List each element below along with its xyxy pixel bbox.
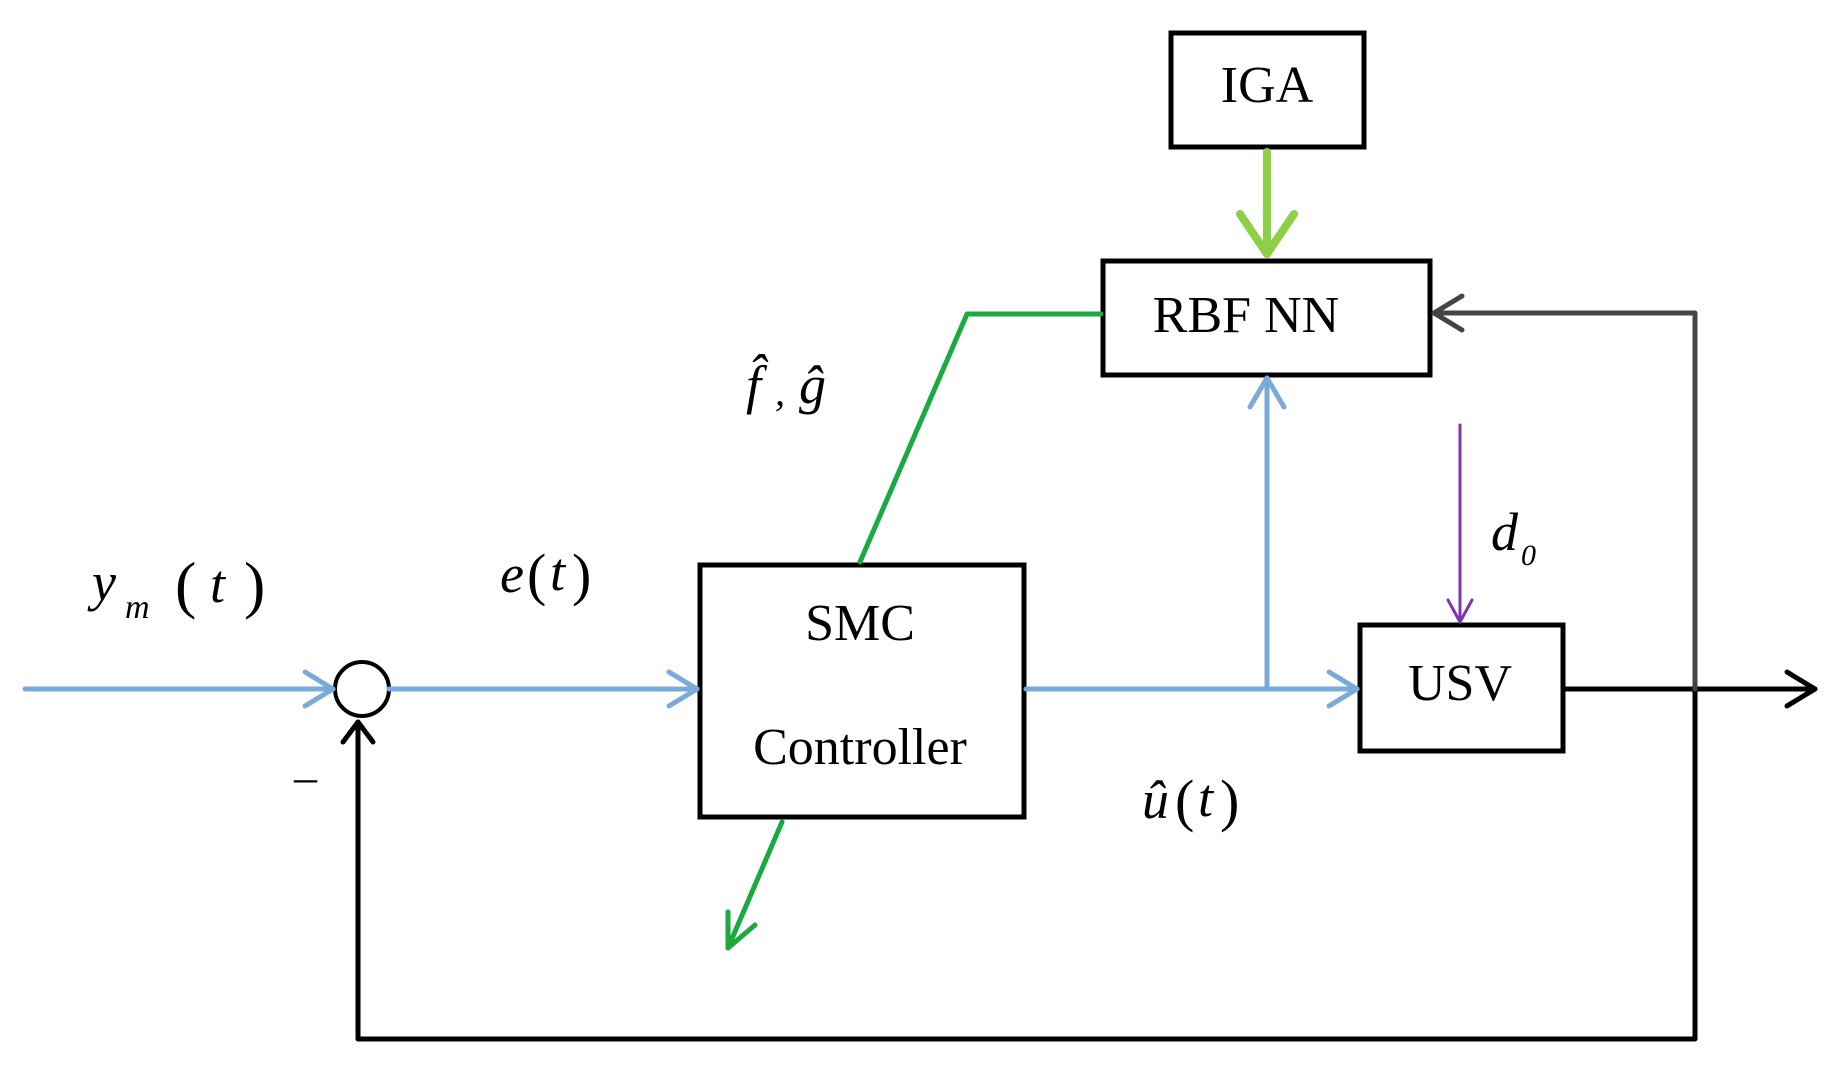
iga-block: IGA	[1168, 30, 1367, 150]
ym-label: y m ( t )	[87, 549, 265, 626]
svg-text:,: ,	[775, 369, 785, 414]
svg-text:(: (	[527, 542, 546, 607]
f-g-hat-label: f̂ , ĝ	[746, 353, 826, 415]
smc-controller-block: SMC Controller	[697, 562, 1027, 820]
svg-text:e: e	[500, 544, 524, 604]
svg-text:t: t	[550, 542, 567, 602]
svg-text:): )	[1220, 768, 1239, 833]
svg-text:f̂: f̂	[746, 353, 769, 415]
e-label: e ( t )	[500, 542, 591, 607]
svg-text:û: û	[1142, 770, 1169, 830]
svg-text:(: (	[1175, 768, 1194, 833]
estimate-paths	[725, 311, 1104, 951]
svg-text:(: (	[175, 549, 196, 620]
svg-text:0: 0	[1521, 539, 1536, 572]
usv-label: USV	[1408, 655, 1512, 712]
controller-label: Controller	[753, 719, 967, 776]
rbf-nn-label: RBF NN	[1153, 287, 1339, 344]
output-feedback-paths	[340, 669, 1818, 1042]
summing-junction	[333, 660, 391, 718]
svg-text:): )	[572, 542, 591, 607]
d0-label: d 0	[1491, 502, 1536, 572]
rbf-feedback-path	[1431, 293, 1698, 692]
blue-signal-paths	[22, 375, 1360, 709]
disturbance-arrow	[1446, 423, 1474, 624]
smc-label: SMC	[805, 595, 915, 652]
svg-text:m: m	[125, 589, 150, 626]
svg-text:ĝ: ĝ	[799, 355, 826, 415]
rbf-nn-block: RBF NN	[1100, 258, 1433, 378]
svg-text:y: y	[87, 552, 116, 612]
u-hat-label: û ( t )	[1142, 768, 1239, 833]
svg-text:t: t	[210, 554, 227, 614]
usv-block: USV	[1357, 622, 1566, 754]
svg-text:): )	[244, 549, 265, 620]
svg-text:t: t	[1198, 768, 1215, 828]
svg-text:d: d	[1491, 502, 1519, 562]
iga-label: IGA	[1221, 57, 1314, 114]
minus-sign: –	[293, 751, 318, 802]
iga-to-rbf-arrow	[1236, 148, 1298, 258]
